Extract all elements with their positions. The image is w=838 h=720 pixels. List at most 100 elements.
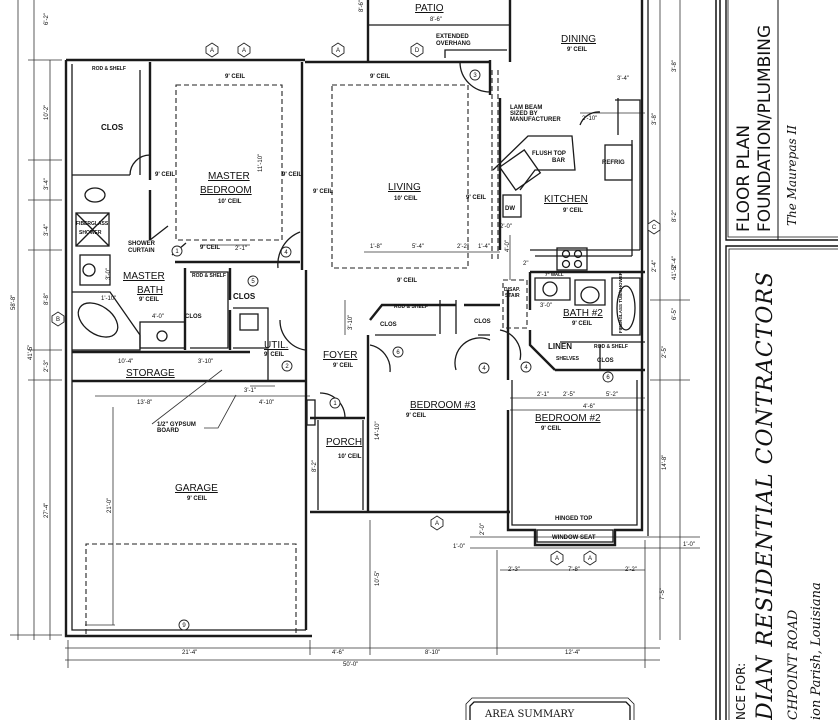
dim-label: 3'-4" xyxy=(44,224,50,236)
dim-label: 2" xyxy=(523,261,528,267)
ceiling-height: 9' CEIL xyxy=(264,352,284,358)
window-marker-label: A xyxy=(210,48,214,54)
ceiling-height: 9' CEIL xyxy=(333,363,353,369)
window-marker-d: D xyxy=(410,42,424,58)
note-rod-shelf: ROD & SHELF xyxy=(192,273,226,279)
room-master-bedroom-line2: BEDROOM xyxy=(200,185,252,196)
ceiling-height: 9' CEIL xyxy=(406,413,426,419)
room-foyer: FOYER xyxy=(323,350,357,361)
door-marker-2: 2 xyxy=(281,360,293,372)
client-road: CHPOINT ROAD xyxy=(786,609,801,720)
dim-label: 2'-3" xyxy=(508,567,520,573)
dim-label: 8'-2" xyxy=(312,460,318,472)
door-swings xyxy=(129,61,601,419)
ceiling-height: 9' CEIL xyxy=(155,172,175,178)
dim-label: 2'-4" xyxy=(672,256,678,268)
ceiling-height: 9' CEIL xyxy=(567,47,587,53)
door-marker-4: 4 xyxy=(520,361,532,373)
note-hinged-top: HINGED TOP xyxy=(555,516,592,522)
note-dishwasher: DW xyxy=(505,206,515,212)
door-marker-label: 4 xyxy=(482,366,486,372)
ceiling-height: 10' CEIL xyxy=(394,196,418,202)
linen-shelves-label: SHELVES xyxy=(556,356,580,362)
door-marker-label: 6 xyxy=(606,375,610,381)
dim-label: 41'-5" xyxy=(672,265,678,280)
room-closet: CLOS xyxy=(185,314,202,320)
ceiling-height: 9' CEIL xyxy=(313,189,333,195)
dim-label: 4'-6" xyxy=(583,404,595,410)
master-ceiling-outline xyxy=(175,84,283,241)
note-flush-top-bar-line2: BAR xyxy=(552,158,566,164)
client-parish: ion Parish, Louisiana xyxy=(809,582,824,720)
dim-label: 2'-4" xyxy=(652,260,658,272)
ceiling-height: 9' CEIL xyxy=(187,496,207,502)
dim-label: 1'-10" xyxy=(101,296,116,302)
note-fiberglass-shower: FIBERGLASS xyxy=(76,221,109,227)
dim-label: 3'-1" xyxy=(244,388,256,394)
ceiling-height: 9' CEIL xyxy=(282,172,302,178)
room-storage: STORAGE xyxy=(126,368,175,379)
dim-label: 3'-10" xyxy=(348,315,354,330)
note-lam-beam: LAM BEAM xyxy=(510,105,542,111)
note-rod-shelf: ROD & SHELF xyxy=(594,344,628,350)
dim-label: 8'-10" xyxy=(425,650,440,656)
dim-label: 1'-0" xyxy=(453,544,465,550)
living-ceiling-outline xyxy=(331,84,469,269)
dimension-labels: 8'-6" 8'-6" 3'-4" 2'-10" 3'-8" 11'-10" 2… xyxy=(11,0,695,668)
room-kitchen: KITCHEN xyxy=(544,194,588,205)
dimension-lines xyxy=(10,0,700,668)
door-marker-label: 1 xyxy=(333,401,337,407)
ceiling-height: 10' CEIL xyxy=(338,454,362,460)
door-marker-label: 6 xyxy=(396,350,400,356)
door-marker-label: 2 xyxy=(285,364,289,370)
door-marker-label: 9 xyxy=(182,623,186,629)
dim-label: 3'-8" xyxy=(652,113,658,125)
ceiling-height: 9' CEIL xyxy=(225,74,245,80)
room-closet: CLOS xyxy=(380,322,397,328)
note-tub-shower: FIBERGLASS TUB/SHOWER xyxy=(618,271,623,333)
dim-label: 2'-1" xyxy=(537,392,549,398)
dim-label: 2'-0" xyxy=(480,523,486,535)
door-marker-4: 4 xyxy=(280,246,292,258)
sheet-title-floor-plan: FLOOR PLAN xyxy=(734,125,754,232)
prepared-for-label: NCE FOR: xyxy=(734,663,748,720)
ceiling-height: 9' CEIL xyxy=(572,321,592,327)
ceiling-height: 9' CEIL xyxy=(139,297,159,303)
dim-label: 3'-8" xyxy=(672,60,678,72)
dim-label: 2'-10" xyxy=(582,116,597,122)
dim-label: 2'-5" xyxy=(662,346,668,358)
dim-label: 8'-2" xyxy=(672,210,678,222)
window-marker-label: A xyxy=(555,556,559,562)
note-window-seat: WINDOW SEAT xyxy=(552,535,596,541)
note-refrigerator: REFRIG xyxy=(602,160,625,166)
dim-label: 8'-8" xyxy=(44,293,50,305)
note-shower-curtain-line2: CURTAIN xyxy=(128,248,155,254)
dim-label: 10'-2" xyxy=(44,105,50,120)
note-extended-overhang-line2: OVERHANG xyxy=(436,41,471,47)
dim-label: 2'-2" xyxy=(457,244,469,250)
note-fiberglass-shower-line2: SHOWER xyxy=(79,230,102,236)
dim-label: 12'-4" xyxy=(565,650,580,656)
dim-label: 2'-2" xyxy=(625,567,637,573)
room-master-bath-line2: BATH xyxy=(137,285,163,296)
dim-label: 6'-5" xyxy=(672,308,678,320)
note-extended-overhang: EXTENDED xyxy=(436,34,469,40)
note-lam-beam-line3: MANUFACTURER xyxy=(510,117,561,123)
walls xyxy=(64,0,649,638)
window-marker-c: C xyxy=(647,219,661,235)
dim-label: 41'-5" xyxy=(28,345,34,360)
note-wall: 7" WALL xyxy=(545,272,564,277)
note-shower-curtain: SHOWER xyxy=(128,241,156,247)
note-disappearing-stair: DISAP. xyxy=(504,287,521,293)
dim-label: 58'-8" xyxy=(11,295,17,310)
note-lam-beam-line2: SIZED BY xyxy=(510,111,538,117)
dim-label: 4'-6" xyxy=(332,650,344,656)
room-closet: CLOS xyxy=(233,292,256,301)
area-summary-title: AREA SUMMARY xyxy=(484,709,575,720)
client-name: DIAN RESIDENTIAL CONTRACTORS xyxy=(753,271,778,720)
window-marker-label: A xyxy=(435,521,439,527)
dim-label: 1'-0" xyxy=(683,542,695,548)
room-master-bedroom: MASTER xyxy=(208,171,250,182)
room-linen: LINEN xyxy=(548,342,572,351)
dim-label: 13'-8" xyxy=(137,400,152,406)
